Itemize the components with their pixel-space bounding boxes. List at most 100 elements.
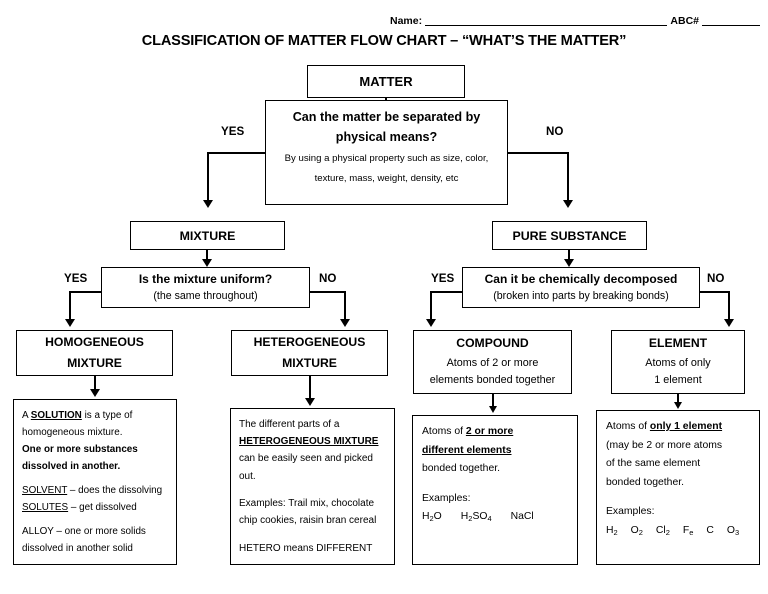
node-compound: COMPOUND Atoms of 2 or more elements bon… [413,330,572,394]
keyword-solution: SOLUTION [30,410,82,421]
branch-label-q3-yes: YES [431,272,455,285]
detail-compound-line1: Atoms of 2 or more [422,426,514,437]
keyword-only-one-element: only 1 element [649,421,723,432]
detail-alloy-line1: ALLOY – one or more solids [22,525,146,537]
connector-matter-to-q1 [385,97,387,101]
node-mixture: MIXTURE [130,221,285,250]
page-title: CLASSIFICATION OF MATTER FLOW CHART – “W… [141,33,627,49]
node-homogeneous-line1: HOMOGENEOUS [45,334,144,349]
decision-q3-question: Can it be chemically decomposed [484,272,678,287]
detail-solution-line1: A SOLUTION is a type of [22,410,133,421]
branch-label-q2-no: NO [319,272,337,285]
connector-element-to-detail [677,394,679,404]
detail-element: Atoms of only 1 element (may be 2 or mor… [596,410,760,565]
node-element-line1: Atoms of only [645,356,711,369]
node-heterogeneous-mixture: HETEROGENEOUS MIXTURE [231,330,388,376]
detail-hetero-examples2: chip cookies, raisin bran cereal [239,515,377,527]
node-heterogeneous-line2: MIXTURE [282,356,337,370]
node-compound-title: COMPOUND [456,336,529,351]
connector-q3-yes-horizontal [430,291,462,293]
branch-label-q1-no: NO [546,125,564,138]
formula-sulfuric-acid: H2SO4 [460,511,492,523]
node-element-line2: 1 element [654,374,702,387]
arrowhead-mixture-to-q2 [202,259,212,267]
branch-label-q1-yes: YES [221,125,245,138]
decision-mixture-uniform: Is the mixture uniform? (the same throug… [101,267,310,308]
detail-element-examples-label: Examples: [606,506,655,518]
decision-chemically-decomposed: Can it be chemically decomposed (broken … [462,267,700,308]
decision-q2-question: Is the mixture uniform? [138,272,273,287]
formula-carbon: C [706,524,714,536]
branch-label-q3-no: NO [707,272,725,285]
detail-element-formulas: H2 O2 Cl2 Fe C O3 [606,522,739,541]
name-line: Name: ABC# [390,8,760,26]
arrowhead-pure-to-q3 [564,259,574,267]
detail-solution-line2: homogeneous mixture. [22,427,123,439]
arrowhead-q1-yes [203,200,213,208]
connector-q3-yes-vertical [430,291,432,321]
node-pure-substance-label: PURE SUBSTANCE [512,228,627,243]
keyword-two-or-more: 2 or more [465,426,514,437]
connector-q2-yes-horizontal [69,291,101,293]
connector-q2-no-vertical [344,291,346,321]
detail-solvent-line: SOLVENT – does the dissolving [22,485,163,496]
detail-solution: A SOLUTION is a type of homogeneous mixt… [13,399,177,565]
decision-q1-detail-line1: By using a physical property such as siz… [284,153,489,165]
connector-heterogeneous-to-detail [309,376,311,401]
formula-ozone: O3 [726,524,740,537]
node-pure-substance: PURE SUBSTANCE [492,221,647,250]
detail-element-line3: of the same element [606,458,701,470]
abc-blank-rule [702,14,760,26]
name-label: Name: [390,14,423,27]
connector-q1-yes-vertical [207,152,209,202]
branch-label-q2-yes: YES [64,272,88,285]
decision-q3-detail: (broken into parts by breaking bonds) [493,289,669,302]
node-heterogeneous-line1: HETEROGENEOUS [253,334,366,349]
node-matter: MATTER [307,65,465,98]
formula-chlorine: Cl2 [655,524,670,537]
decision-q1-detail-line2: texture, mass, weight, density, etc [314,172,459,184]
connector-q3-no-vertical [728,291,730,321]
arrowhead-element-detail [674,402,682,409]
arrowhead-compound-detail [489,406,497,413]
detail-hetero-line4: out. [239,470,256,482]
detail-element-line2: (may be 2 or more atoms [606,439,723,451]
detail-hetero-examples1: Examples: Trail mix, chocolate [239,498,375,510]
abc-label: ABC# [670,14,699,27]
node-compound-line1: Atoms of 2 or more [446,356,539,369]
arrowhead-q2-yes [65,319,75,327]
decision-q1-question: Can the matter be separated by physical … [292,110,481,144]
formula-oxygen: O2 [630,524,643,537]
node-matter-label: MATTER [359,74,413,89]
keyword-different-elements: different elements [422,444,512,456]
detail-compound: Atoms of 2 or more different elements bo… [412,415,578,565]
node-mixture-label: MIXTURE [179,228,236,243]
keyword-solvent: SOLVENT [22,485,68,496]
detail-compound-examples-label: Examples: [422,492,471,504]
arrowhead-homogeneous-detail [90,389,100,397]
connector-pure-to-q3 [568,250,570,261]
keyword-heterogeneous-mixture: HETEROGENEOUS MIXTURE [239,436,379,448]
connector-q1-yes-horizontal [207,152,265,154]
connector-mixture-to-q2 [206,250,208,261]
formula-water: H2O [422,511,442,523]
keyword-solutes: SOLUTES [22,502,69,514]
detail-alloy-line2: dissolved in another solid [22,542,133,554]
detail-solution-line4: dissolved in another. [22,461,121,473]
formula-hydrogen: H2 [606,524,618,537]
node-element: ELEMENT Atoms of only 1 element [611,330,745,394]
node-homogeneous-line2: MIXTURE [67,356,122,370]
name-blank-rule [425,14,668,26]
decision-separated-physically: Can the matter be separated by physical … [265,100,508,205]
connector-q3-no-horizontal [700,291,730,293]
connector-q2-no-horizontal [310,291,346,293]
connector-homogeneous-to-detail [94,376,96,392]
node-homogeneous-mixture: HOMOGENEOUS MIXTURE [16,330,173,376]
formula-sodium-chloride: NaCl [510,511,534,523]
detail-hetero-line3: can be easily seen and picked [239,453,373,465]
arrowhead-q3-no [724,319,734,327]
decision-q2-detail: (the same throughout) [153,289,258,302]
connector-q1-no-horizontal [508,152,569,154]
connector-q2-yes-vertical [69,291,71,321]
